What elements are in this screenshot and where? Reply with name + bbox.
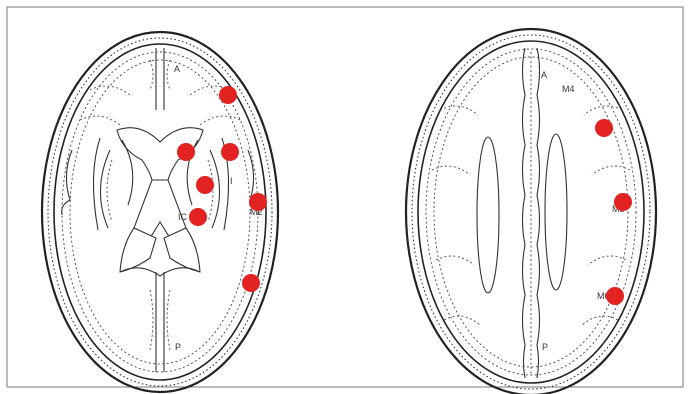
marker-m5 [614,193,632,211]
marker-m3 [242,274,260,292]
label-insula: I [230,176,233,186]
marker-m6 [606,287,624,305]
marker-m1 [219,86,237,104]
marker-m2 [249,193,267,211]
marker-insula [221,143,239,161]
label-anterior-2: A [541,70,547,80]
label-anterior: A [174,64,180,74]
label-internal-capsule: IC [178,212,188,222]
marker-m4 [595,119,613,137]
figure-border [7,7,683,387]
label-m4: M4 [562,84,575,94]
marker-internal-capsule [189,208,207,226]
label-posterior-2: P [542,342,548,352]
label-posterior: P [175,342,181,352]
marker-caudate [177,143,195,161]
marker-lentiform [196,176,214,194]
